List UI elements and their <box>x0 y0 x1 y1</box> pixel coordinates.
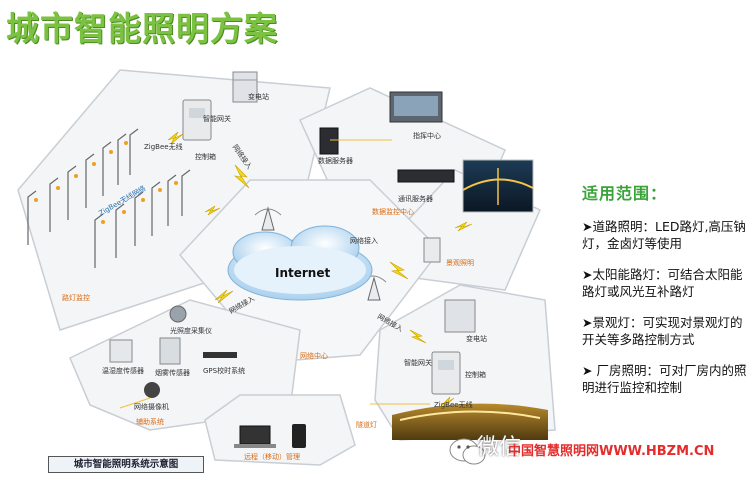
panel-item-landscape-lighting: ➤景观灯：可实现对景观灯的开关等多路控制方式 <box>582 315 743 347</box>
watermark-site: 中国智慧照明网WWW.HBZM.CN <box>508 444 715 459</box>
label-control-cabinet-top: 控制箱 <box>195 153 216 161</box>
application-scope-panel: 适用范围： ➤道路照明：LED路灯,高压钠灯，金卤灯等使用 ➤太阳能路灯：可结合… <box>560 180 755 396</box>
aux-devices <box>109 305 237 398</box>
label-zigbee-top: ZigBee无线 <box>144 143 183 151</box>
tunnel-photo <box>392 403 548 440</box>
label-aux-system: 辅助系统 <box>136 418 164 426</box>
internet-label: Internet <box>275 266 331 280</box>
label-smart-gateway-bottom: 智能网关 <box>404 359 432 367</box>
control-cabinet-bottom-icon <box>431 351 461 395</box>
panel-item-factory-lighting: ➤ 厂房照明：可对厂房内的照明进行监控和控制 <box>582 363 747 395</box>
label-gps: GPS校时系统 <box>203 367 246 375</box>
label-comm-server: 通讯服务器 <box>398 195 433 203</box>
label-light-sensor: 光照度采集仪 <box>170 327 212 335</box>
label-zigbee-bottom: ZigBee无线 <box>434 401 473 409</box>
command-center-screen-icon <box>389 91 443 123</box>
diagram-caption: 城市智能照明系统示意图 <box>48 456 204 473</box>
connection-lines <box>119 139 430 409</box>
label-tunnel-light: 隧道灯 <box>356 421 377 429</box>
label-data-monitor-center: 数据监控中心 <box>372 208 414 216</box>
label-street-monitor: 路灯监控 <box>62 294 90 302</box>
panel-heading: 适用范围： <box>582 184 668 203</box>
label-smart-gateway-top: 智能网关 <box>203 115 231 123</box>
label-data-server: 数据服务器 <box>318 157 353 165</box>
label-substation-bottom: 变电站 <box>466 335 487 343</box>
substation-top-icon <box>232 71 258 103</box>
page-title: 城市智能照明方案 <box>6 9 278 48</box>
watermark-wechat: 微信 <box>477 435 522 460</box>
comm-server-icon <box>397 169 455 183</box>
lamp-signal-dots <box>34 141 178 224</box>
internet-cloud <box>227 225 373 301</box>
label-camera: 网络摄像机 <box>134 403 169 411</box>
label-control-cabinet-bottom: 控制箱 <box>465 371 486 379</box>
panel-item-road-lighting: ➤道路照明：LED路灯,高压钠灯，金卤灯等使用 <box>582 219 746 251</box>
label-remote-mgmt: 远程（移动）管理 <box>244 453 300 461</box>
label-substation-top: 变电站 <box>248 93 269 101</box>
label-network-center: 网络中心 <box>300 352 328 360</box>
label-temp-sensor: 温湿度传感器 <box>102 367 144 375</box>
landscape-bridge-photo <box>462 159 534 213</box>
label-command-center: 指挥中心 <box>413 132 441 140</box>
control-cabinet-top-icon <box>182 99 212 141</box>
label-smoke-sensor: 烟雾传感器 <box>155 369 190 377</box>
data-server-icon <box>319 127 339 155</box>
landscape-controller-icon <box>423 237 441 263</box>
remote-devices-icon <box>234 424 306 448</box>
street-lamps <box>27 128 191 268</box>
wechat-logo-icon <box>449 438 486 465</box>
wireless-bolts <box>167 131 473 408</box>
label-landscape: 景观照明 <box>446 259 474 267</box>
panel-item-solar-lighting: ➤太阳能路灯：可结合太阳能路灯或风光互补路灯 <box>582 267 743 299</box>
label-network-access-2: 网络接入 <box>350 237 378 245</box>
substation-bottom-icon <box>444 299 476 333</box>
